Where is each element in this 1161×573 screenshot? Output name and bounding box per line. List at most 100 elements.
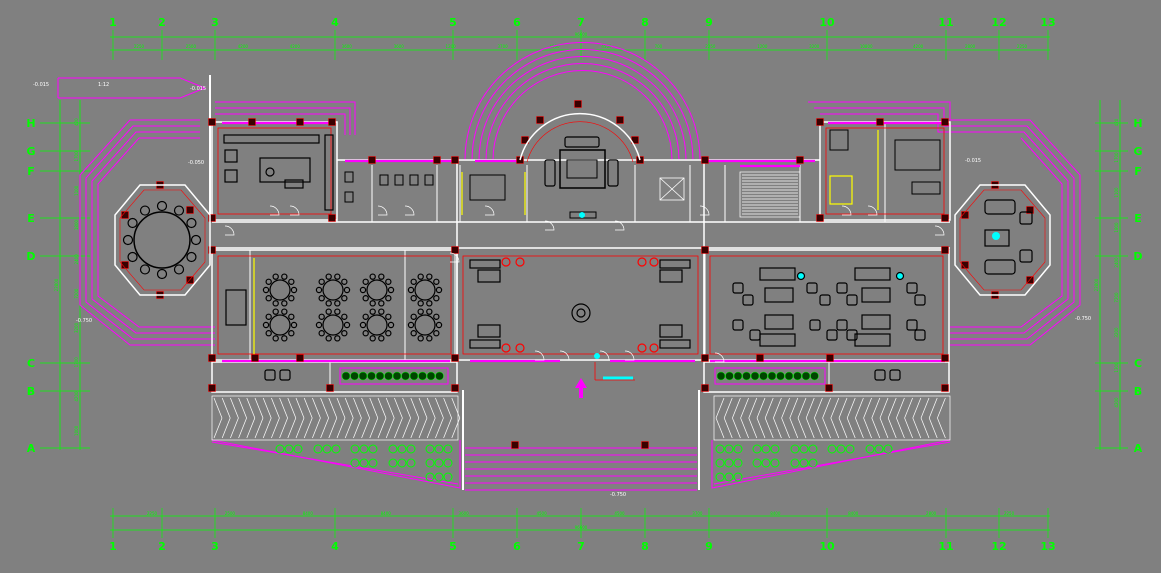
axis-label-bottom-2: 2 <box>158 540 166 553</box>
dining-chair-7-9 <box>433 313 440 320</box>
tree-left-3-0 <box>388 444 398 454</box>
tree-right-5-2 <box>733 458 743 468</box>
paving-stroke-r-b-21 <box>887 417 897 439</box>
paving-stroke-l-a-1 <box>221 397 231 419</box>
dim-bottom-total: 96600 <box>575 525 588 530</box>
dim-top-17: 2250 <box>1017 44 1028 49</box>
paving-stroke-r-b-8 <box>781 417 790 439</box>
paving-stroke-r-a-10 <box>797 397 807 419</box>
svg-text:-0.015: -0.015 <box>965 158 981 164</box>
armchair-12 <box>906 282 918 294</box>
dining-chair-5-7 <box>369 308 376 315</box>
column-5 <box>328 214 336 222</box>
paving-stroke-l-a-16 <box>344 397 354 419</box>
dining-chair-4-8 <box>378 273 385 280</box>
dim-top-1: 2500 <box>186 44 197 49</box>
axis-label-bottom-3: 3 <box>211 540 219 553</box>
dining-chair-1-4 <box>265 330 272 337</box>
armchair-9 <box>846 294 858 306</box>
dining-chair-5-2 <box>378 335 385 342</box>
dining-chair-3-2 <box>334 335 341 342</box>
door-swing-16 <box>714 352 725 363</box>
dining-table-2 <box>322 279 344 301</box>
svg-text:-0.750: -0.750 <box>76 318 92 324</box>
tree-left-5-2 <box>368 458 378 468</box>
paving-stroke-r-b-23 <box>904 417 913 439</box>
tree-right-8-2 <box>733 472 743 482</box>
axis-label-right-G: G <box>1133 145 1142 158</box>
dim-bottom-11: 2250 <box>1004 511 1015 516</box>
column-15 <box>941 118 949 126</box>
axis-label-top-10: 10 <box>819 16 835 29</box>
door-swing-9 <box>867 205 878 216</box>
tree-left-4-0 <box>425 444 435 454</box>
paving-stroke-r-b-5 <box>756 417 766 439</box>
tree-right-0-1 <box>724 444 734 454</box>
dim-top-13: 3200 <box>809 44 820 49</box>
dim-right-2: 1100 <box>1114 187 1119 198</box>
shrub-right-5 <box>759 371 768 381</box>
paving-stroke-l-b-6 <box>262 417 272 439</box>
paving-stroke-r-a-22 <box>896 397 905 419</box>
paving-stroke-l-a-12 <box>312 397 321 419</box>
shrub-right-0 <box>716 371 726 381</box>
paving-stroke-r-a-20 <box>879 397 889 419</box>
svg-text:-0.015: -0.015 <box>190 86 206 92</box>
tree-right-3-1 <box>836 444 846 454</box>
armchair-13 <box>914 294 926 306</box>
dim-left-7: 1300 <box>74 357 79 368</box>
dining-chair-5-1 <box>385 330 392 337</box>
banquet-chair-7 <box>127 217 138 229</box>
svg-text:-0.015: -0.015 <box>33 82 49 88</box>
armchair-6 <box>809 319 821 331</box>
tree-left-0-2 <box>293 444 303 454</box>
paving-stroke-l-a-10 <box>295 397 305 419</box>
paving-stroke-r-a-6 <box>764 397 774 419</box>
axis-label-top-4: 4 <box>331 16 339 29</box>
column-28 <box>826 354 834 362</box>
svg-text:1:12: 1:12 <box>98 82 109 88</box>
paving-stroke-r-b-2 <box>732 417 741 439</box>
shrub-left-4 <box>375 371 385 381</box>
tree-left-4-1 <box>434 444 444 454</box>
toilets <box>344 129 941 203</box>
paving-stroke-l-b-2 <box>230 417 239 439</box>
column-33 <box>701 384 709 392</box>
entrance-arrow-icon <box>575 353 633 398</box>
axis-label-left-A: A <box>27 442 36 455</box>
dining-chair-0-5 <box>262 286 270 294</box>
dim-top-10: 700 <box>655 44 663 49</box>
tree-right-8-0 <box>715 472 725 482</box>
paving-stroke-l-a-0 <box>213 397 223 419</box>
dim-bottom-6: 4500 <box>614 511 625 516</box>
tree-right-4-2 <box>883 444 893 454</box>
door-swing-10 <box>224 225 235 236</box>
dining-chair-2-7 <box>325 273 332 280</box>
column-21 <box>941 246 949 254</box>
paving-stroke-l-b-17 <box>353 417 362 439</box>
dim-top-11: 2250 <box>705 44 716 49</box>
interior-walls <box>249 122 886 392</box>
dining-chair-6-0 <box>435 286 443 294</box>
paving-stroke-r-b-14 <box>830 417 840 439</box>
tree-right-5-0 <box>715 458 725 468</box>
column-51 <box>1026 276 1034 284</box>
shrub-left-9 <box>418 371 427 381</box>
paving-stroke-l-a-21 <box>385 397 395 419</box>
shrub-left-10 <box>426 371 436 381</box>
paving-stroke-l-b-8 <box>279 417 288 439</box>
paving-stroke-l-a-28 <box>443 397 452 419</box>
shrub-right-4 <box>750 371 760 381</box>
dining-chair-2-3 <box>325 300 332 307</box>
door-swings <box>224 205 945 363</box>
tree-left-8-2 <box>443 472 453 482</box>
dim-bottom-1: 2500 <box>225 511 236 516</box>
lounge-chairs <box>264 282 926 381</box>
dim-right-3: 1800 <box>1114 222 1119 233</box>
tree-right-0-2 <box>733 444 743 454</box>
column-32 <box>451 384 459 392</box>
shrub-right-9 <box>793 371 802 381</box>
paving-stroke-l-a-6 <box>262 397 272 419</box>
axis-label-bottom-13: 13 <box>1040 540 1055 553</box>
paving-stroke-l-a-3 <box>238 397 247 419</box>
